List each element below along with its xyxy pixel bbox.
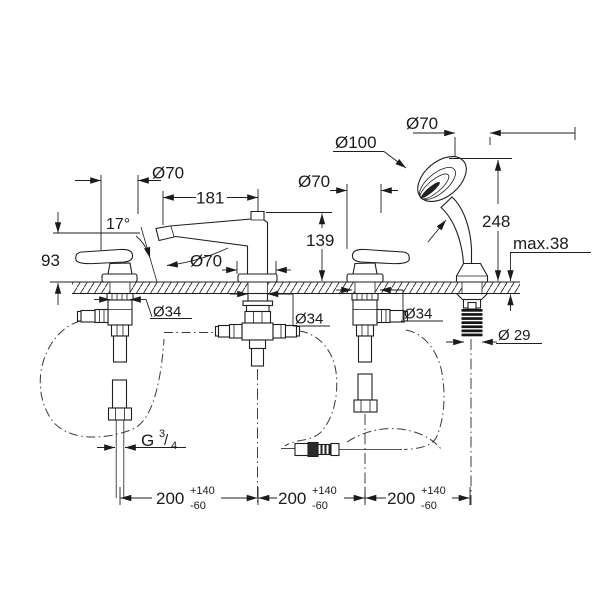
right-lever-handle bbox=[346, 248, 410, 283]
label-200-1: 200 bbox=[156, 489, 184, 508]
left-valve-assembly bbox=[76, 292, 134, 498]
label-g-slash: / bbox=[164, 432, 169, 449]
label-d70-shower: Ø70 bbox=[406, 114, 438, 133]
label-d34-right: Ø34 bbox=[404, 306, 432, 323]
hand-shower bbox=[417, 156, 489, 283]
label-200-3: 200 bbox=[387, 489, 415, 508]
flexible-hose-coupling bbox=[281, 442, 402, 457]
label-g-den: 4 bbox=[171, 440, 177, 452]
spout-swivel-annotation bbox=[53, 226, 229, 283]
mounting-deck bbox=[72, 281, 520, 295]
label-181: 181 bbox=[196, 189, 224, 208]
label-max38: max.38 bbox=[513, 234, 569, 253]
dim-spout-base-diameter: Ø70 bbox=[190, 252, 291, 274]
dim-shank-middle: Ø34 bbox=[230, 290, 330, 328]
label-tol-plus-2: +140 bbox=[312, 485, 337, 497]
deck-hole-spout bbox=[247, 281, 268, 295]
hand-shower-handle bbox=[440, 196, 473, 265]
label-d70-right: Ø70 bbox=[298, 172, 330, 191]
label-tol-minus-2: -60 bbox=[312, 500, 328, 512]
deck-hole-shower bbox=[461, 281, 483, 295]
label-200-2: 200 bbox=[278, 489, 306, 508]
dim-hose-guide: Ø 29 bbox=[446, 327, 542, 346]
label-139: 139 bbox=[306, 231, 334, 250]
label-d34-left: Ø34 bbox=[153, 304, 181, 321]
label-g-num: 3 bbox=[159, 428, 165, 440]
deck-hole-left bbox=[109, 281, 131, 295]
deck-hole-right bbox=[354, 281, 376, 295]
label-17deg: 17° bbox=[106, 216, 130, 233]
dim-handle-right-diameter: Ø70 bbox=[298, 172, 398, 249]
dimensions: Ø70 181 17° 93 Ø70 bbox=[41, 114, 591, 512]
shower-angle-arrow bbox=[427, 219, 447, 243]
aerator-joint bbox=[170, 226, 175, 237]
dim-handle-height: 93 bbox=[41, 212, 72, 305]
dim-shank-right: Ø34 bbox=[336, 286, 443, 323]
dim-spout-reach: 181 bbox=[162, 189, 259, 225]
dim-shank-left: Ø34 bbox=[94, 296, 192, 321]
label-g: G bbox=[141, 431, 154, 450]
bath-spout bbox=[155, 210, 278, 283]
right-hose-lower bbox=[357, 373, 373, 401]
label-tol-minus-3: -60 bbox=[421, 500, 437, 512]
dim-shower-head-diameter: Ø100 bbox=[333, 133, 407, 169]
label-d70-spout: Ø70 bbox=[190, 252, 222, 271]
hose-routing-lines bbox=[39, 320, 472, 505]
label-tol-plus-3: +140 bbox=[421, 485, 446, 497]
dim-shower-escutcheon-diameter: Ø70 bbox=[406, 114, 576, 157]
label-d29: Ø 29 bbox=[498, 327, 531, 344]
hand-shower-socket bbox=[455, 262, 489, 283]
spacing-2: 200 +140 -60 bbox=[278, 485, 337, 512]
label-tol-minus-1: -60 bbox=[190, 500, 206, 512]
spacing-1: 200 +140 -60 bbox=[156, 485, 215, 512]
label-d100: Ø100 bbox=[335, 133, 377, 152]
hose-guide-spring bbox=[461, 309, 483, 337]
label-tol-plus-1: +140 bbox=[190, 485, 215, 497]
spacing-3: 200 +140 -60 bbox=[387, 485, 446, 512]
label-248: 248 bbox=[482, 212, 510, 231]
spout-valve-assembly bbox=[214, 292, 301, 367]
dim-spout-height: 139 bbox=[266, 212, 334, 282]
label-d34-middle: Ø34 bbox=[295, 311, 323, 328]
dim-shower-height: 248 bbox=[449, 158, 512, 282]
left-lever-handle bbox=[75, 248, 138, 283]
left-hose-lower bbox=[111, 379, 128, 409]
label-d70-left: Ø70 bbox=[152, 164, 184, 183]
dim-handle-left-diameter: Ø70 bbox=[75, 164, 184, 250]
shower-below-deck bbox=[455, 292, 489, 337]
dim-deck-thickness: max.38 bbox=[507, 234, 591, 311]
label-93: 93 bbox=[41, 251, 60, 270]
hand-shower-head bbox=[417, 156, 467, 202]
dim-hole-spacing: 200 +140 -60 200 +140 -60 200 +140 -60 bbox=[119, 485, 471, 512]
right-valve-assembly bbox=[351, 292, 409, 413]
dim-thread: G 3 / 4 bbox=[97, 428, 186, 452]
